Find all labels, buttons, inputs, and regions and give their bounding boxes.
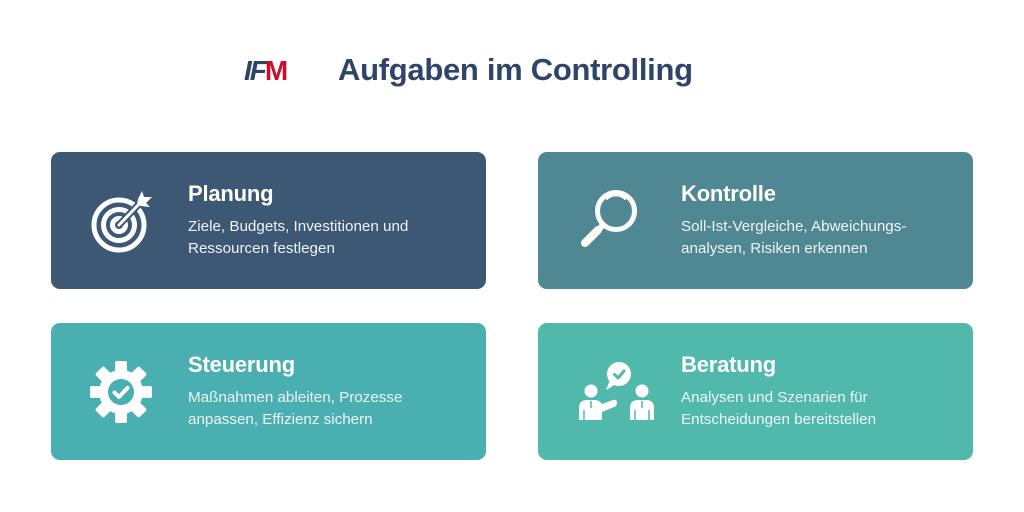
page-title: Aufgaben im Controlling: [338, 52, 693, 87]
logo-letter-m: M: [264, 55, 288, 86]
card-title: Kontrolle: [681, 181, 776, 206]
card-description: Soll-Ist-Vergleiche, Abweichungs- analys…: [681, 218, 907, 257]
card-description: Analysen und Szenarien für Entscheidunge…: [681, 389, 877, 428]
card-kontrolle: Kontrolle Soll-Ist-Vergleiche, Abweichun…: [538, 152, 973, 289]
card-title: Steuerung: [188, 352, 295, 377]
card-title: Beratung: [681, 352, 776, 377]
ifm-logo: I F M: [244, 55, 288, 86]
logo-letter-i: I: [244, 55, 252, 86]
consulting-people-icon: [578, 360, 660, 424]
card-description: Maßnahmen ableiten, Prozesse anpassen, E…: [188, 389, 403, 428]
magnifier-icon: [576, 189, 642, 253]
logo-letter-f: F: [249, 55, 267, 86]
card-steuerung: Steuerung Maßnahmen ableiten, Prozesse a…: [51, 323, 486, 460]
card-description: Ziele, Budgets, Investitionen und Ressou…: [188, 218, 409, 257]
target-icon: [89, 189, 155, 253]
gear-check-icon: [89, 360, 155, 424]
card-planung: Planung Ziele, Budgets, Investitionen un…: [51, 152, 486, 289]
card-title: Planung: [188, 181, 274, 206]
header: I F M Aufgaben im Controlling: [0, 50, 1024, 90]
card-beratung: Beratung Analysen und Szenarien für Ents…: [538, 323, 973, 460]
